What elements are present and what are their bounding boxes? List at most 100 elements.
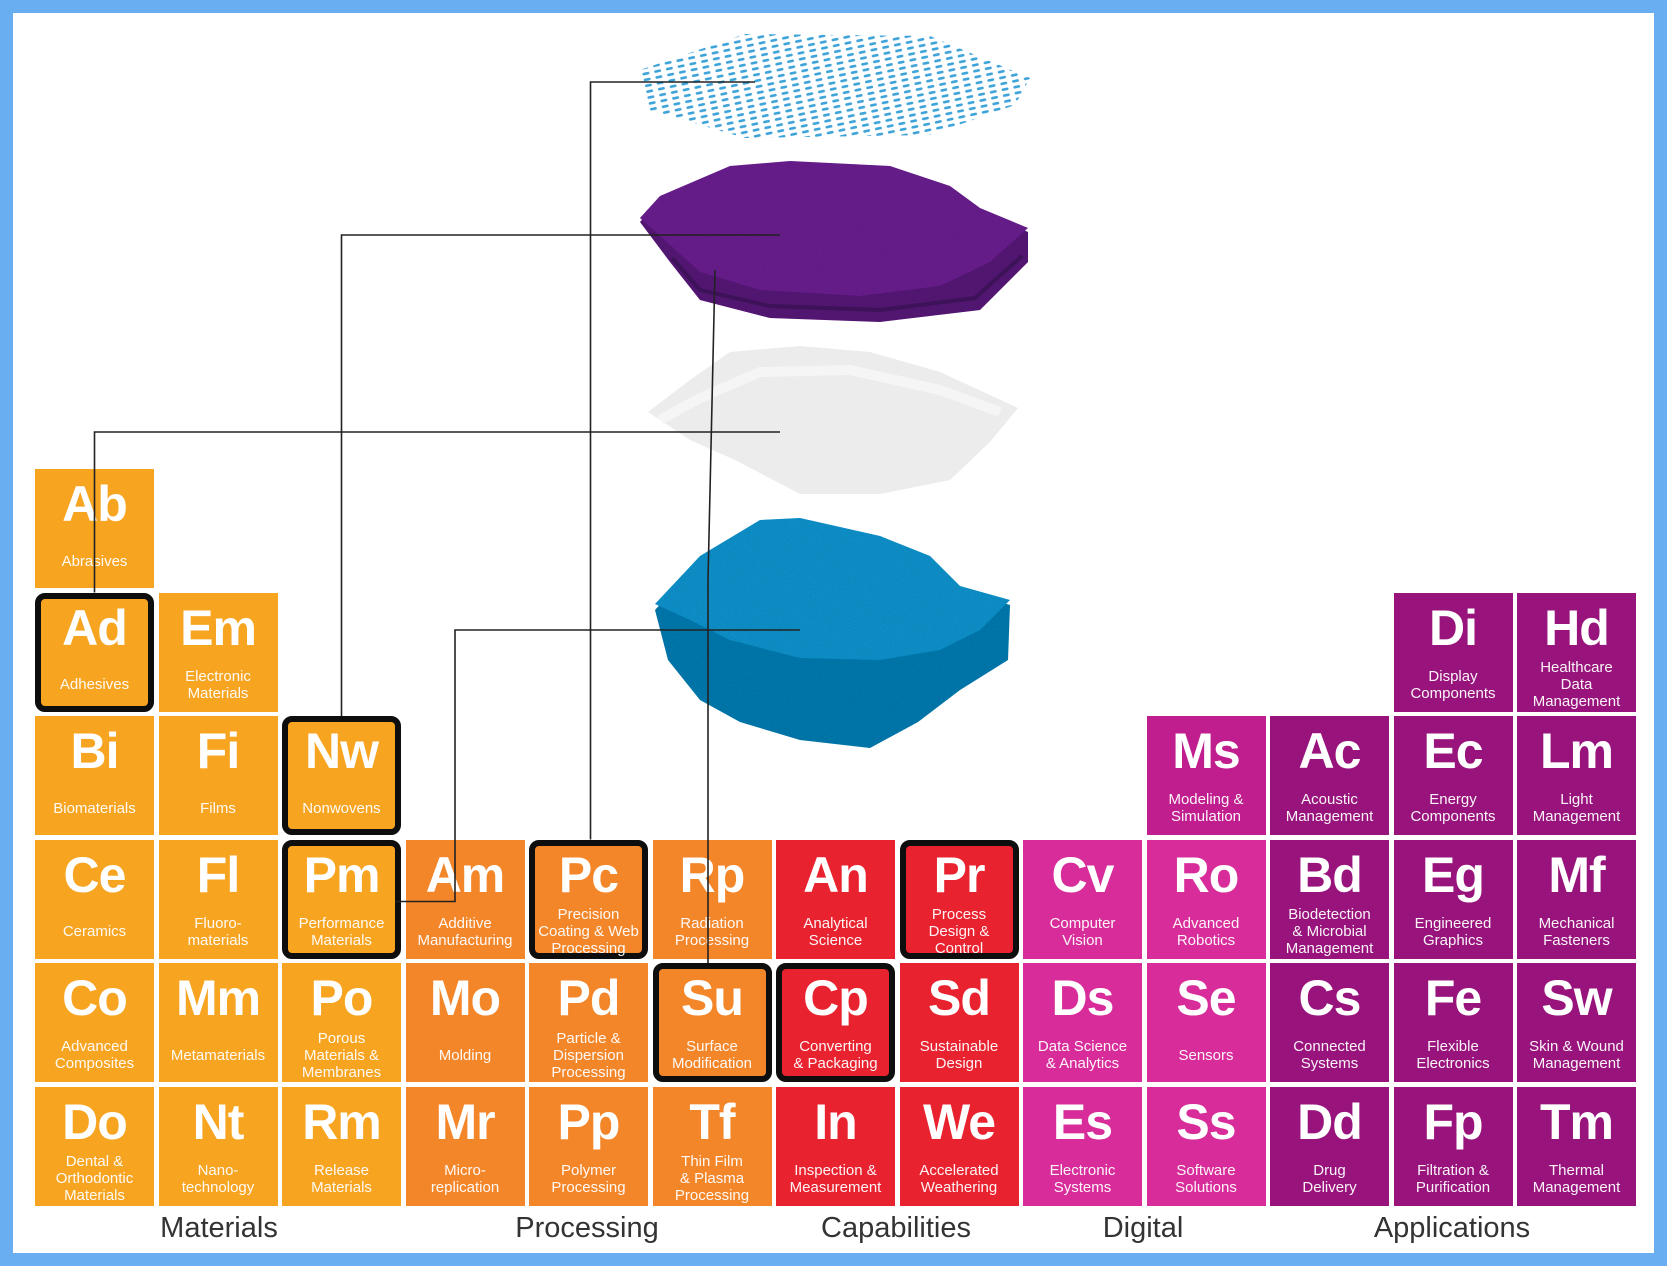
element-symbol: Ms (1172, 723, 1240, 779)
element-name: Engineered Graphics (1414, 914, 1492, 949)
element-name: Computer Vision (1049, 914, 1116, 949)
element-name: Filtration & Purification (1415, 1161, 1491, 1196)
element-symbol: Pc (558, 846, 619, 903)
element-symbol: Ds (1051, 970, 1115, 1026)
element-name: Energy Components (1410, 791, 1496, 825)
element-name: Display Components (1410, 667, 1496, 702)
element-symbol: Fl (196, 846, 240, 903)
element-name: Abrasives (61, 552, 128, 570)
element-symbol: Cp (803, 970, 869, 1026)
element-name: Ceramics (62, 923, 127, 940)
element-name: Modeling & Simulation (1168, 791, 1244, 825)
element-name: Electronic Materials (185, 667, 251, 702)
element-symbol: Es (1052, 1093, 1113, 1150)
element-name: Release Materials (311, 1161, 372, 1196)
element-symbol: Lm (1540, 723, 1614, 779)
element-symbol: Pp (557, 1093, 621, 1150)
element-name: Fluoro- materials (187, 914, 249, 949)
element-name: Metamaterials (170, 1046, 266, 1064)
element-symbol: Mr (435, 1093, 495, 1150)
element-symbol: Tm (1540, 1093, 1614, 1150)
element-name: Dental & Orthodontic Materials (55, 1153, 134, 1204)
element-symbol: Do (62, 1093, 128, 1150)
element-name: Thermal Management (1532, 1161, 1621, 1196)
category-label-materials: Materials (160, 1212, 278, 1244)
element-name: Nano- technology (181, 1161, 255, 1196)
element-symbol: Bi (70, 723, 120, 779)
element-symbol: Ac (1298, 723, 1362, 779)
element-name: Connected Systems (1293, 1038, 1366, 1072)
element-name: Molding (438, 1046, 492, 1064)
element-name: Data Science & Analytics (1037, 1038, 1128, 1072)
element-symbol: Sw (1541, 970, 1612, 1026)
element-symbol: Pm (303, 846, 381, 903)
element-symbol: Fi (196, 723, 240, 779)
element-name: Performance Materials (298, 914, 385, 949)
element-symbol: Ro (1173, 846, 1240, 903)
element-symbol: Dd (1297, 1093, 1363, 1150)
element-symbol: Sd (928, 970, 991, 1026)
element-symbol: Ec (1423, 723, 1483, 779)
category-label-applications: Applications (1373, 1212, 1531, 1244)
element-name: Converting & Packaging (793, 1038, 878, 1072)
element-name: Nonwovens (302, 799, 381, 817)
element-symbol: Su (681, 970, 744, 1026)
element-name: Electronic Systems (1049, 1161, 1116, 1196)
element-name: Healthcare Data Management (1532, 659, 1621, 710)
element-name: Biodetection & Microbial Management (1285, 906, 1374, 957)
element-name: Software Solutions (1175, 1161, 1237, 1196)
